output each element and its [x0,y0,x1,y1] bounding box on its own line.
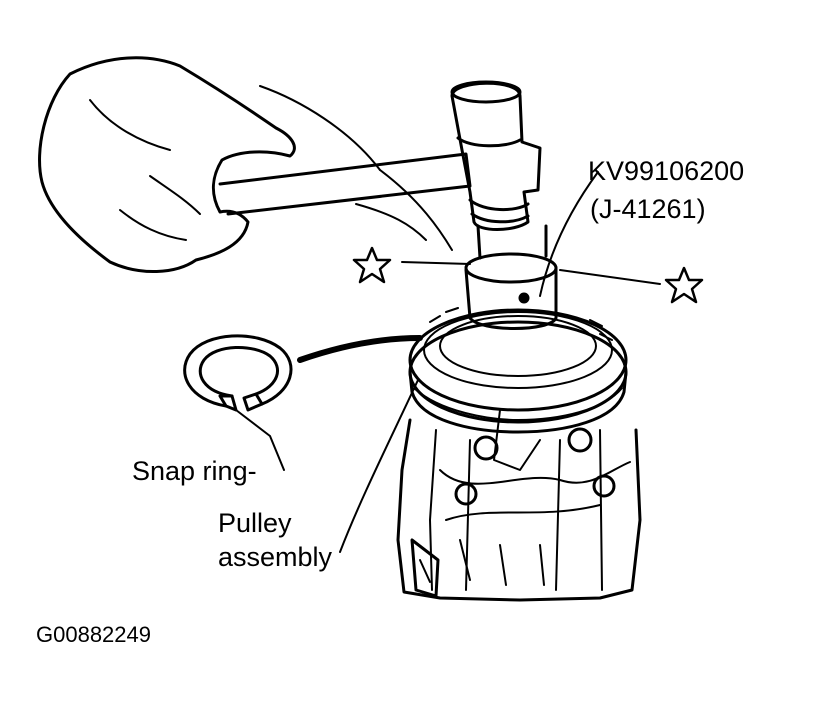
snap-ring [183,334,293,412]
star-icon [352,246,392,284]
star-icon [664,266,704,304]
installer-tool [464,224,558,330]
pulley-label-line1: Pulley [218,508,292,538]
figure-id-label: G00882249 [36,622,151,647]
compressor-body [396,409,642,602]
hand [38,56,453,273]
tool-part-number-label: KV99106200 [588,156,745,186]
leader-lines [235,171,661,553]
hammer-head [450,80,542,231]
hammer-handle [218,152,472,216]
snap-ring-label: Snap ring- [132,456,257,486]
pulley-assembly [408,307,628,434]
tool-alt-number-label: (J-41261) [590,194,706,224]
pulley-label-line2: assembly [218,542,333,572]
